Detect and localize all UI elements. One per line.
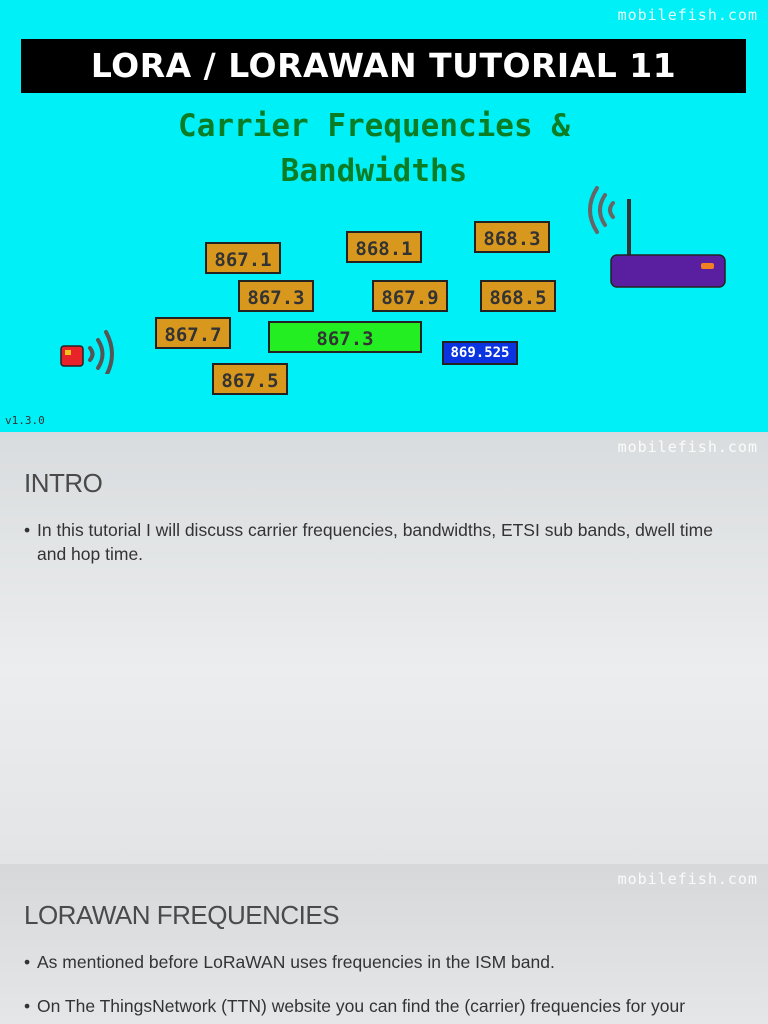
version-label: v1.3.0 xyxy=(5,414,45,427)
watermark: mobilefish.com xyxy=(617,438,758,456)
frequency-box: 867.7 xyxy=(155,317,231,349)
slide-subtitle: Carrier Frequencies & Bandwidths xyxy=(100,104,648,194)
signal-waves-icon xyxy=(588,186,615,234)
bullet-text: In this tutorial I will discuss carrier … xyxy=(37,520,713,564)
frequency-box: 867.5 xyxy=(212,363,288,395)
gateway-icon xyxy=(588,186,726,288)
end-node-icon xyxy=(60,330,114,374)
frequency-box: 867.3 xyxy=(238,280,314,312)
frequency-box: 868.1 xyxy=(346,231,422,263)
bullet-text: As mentioned before LoRaWAN uses frequen… xyxy=(37,952,555,972)
bullet-item: • On The ThingsNetwork (TTN) website you… xyxy=(24,994,744,1018)
slide-heading: LORAWAN FREQUENCIES xyxy=(24,900,340,930)
bullet-item: • As mentioned before LoRaWAN uses frequ… xyxy=(24,950,744,974)
intro-slide: mobilefish.com INTRO • In this tutorial … xyxy=(0,432,768,864)
bullet-item: • In this tutorial I will discuss carrie… xyxy=(24,518,744,566)
watermark: mobilefish.com xyxy=(617,6,758,24)
frequency-box: 868.5 xyxy=(480,280,556,312)
slide-title: LORA / LORAWAN TUTORIAL 11 xyxy=(21,39,746,93)
title-slide: mobilefish.com LORA / LORAWAN TUTORIAL 1… xyxy=(0,0,768,432)
watermark: mobilefish.com xyxy=(617,870,758,888)
subtitle-line-1: Carrier Frequencies & xyxy=(178,108,570,144)
slide-heading: INTRO xyxy=(24,468,103,498)
bullet-marker: • xyxy=(24,520,31,540)
subtitle-line-2: Bandwidths xyxy=(280,153,468,189)
bullet-marker: • xyxy=(24,952,31,972)
frequency-box-highlight: 867.3 xyxy=(268,321,422,353)
signal-waves-icon xyxy=(88,330,114,374)
frequency-box: 868.3 xyxy=(474,221,550,253)
bullet-text: On The ThingsNetwork (TTN) website you c… xyxy=(37,996,686,1016)
bullet-marker: • xyxy=(24,996,31,1016)
frequency-box-small: 869.525 xyxy=(442,341,518,365)
frequency-box: 867.1 xyxy=(205,242,281,274)
frequency-box: 867.9 xyxy=(372,280,448,312)
lorawan-frequencies-slide: mobilefish.com LORAWAN FREQUENCIES • As … xyxy=(0,864,768,1024)
